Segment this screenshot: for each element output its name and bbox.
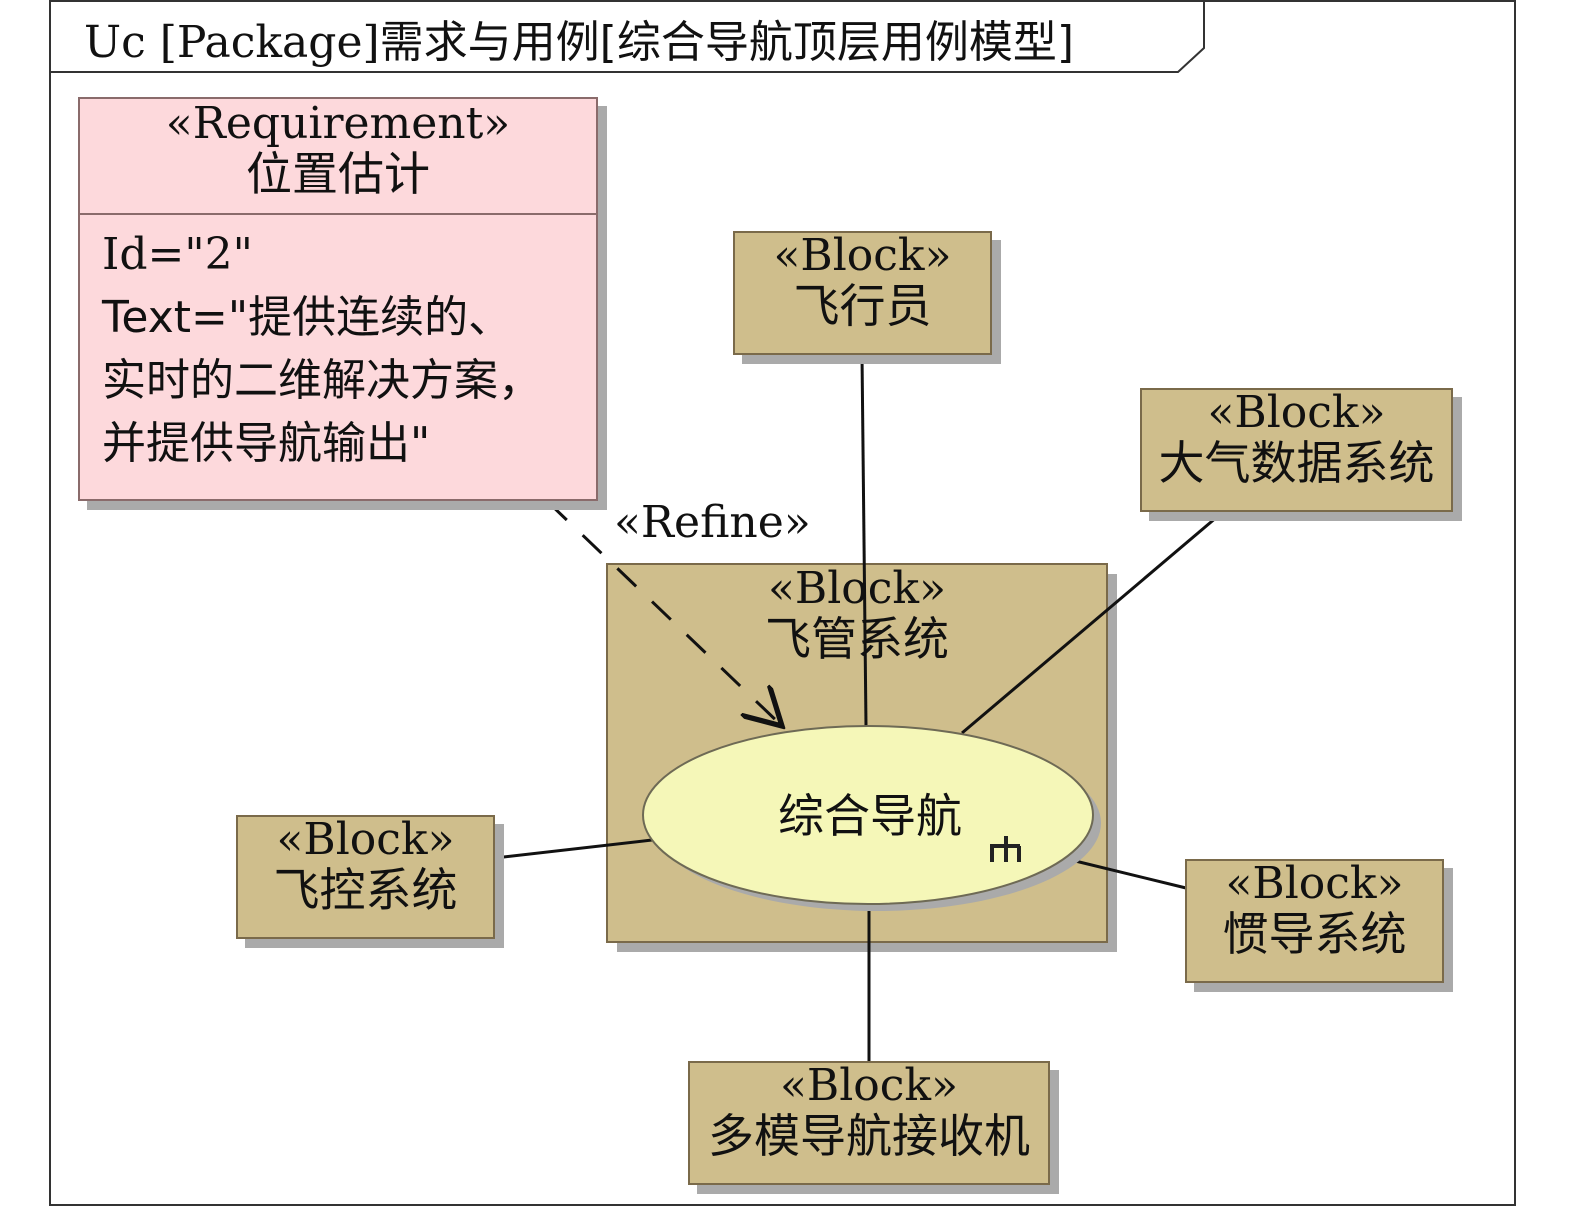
block-air-data-stereotype: «Block»	[1207, 387, 1386, 438]
diagram-frame	[49, 0, 1516, 1206]
refine-dependency	[546, 500, 782, 726]
requirement-text-line-1: Text="提供连续的、	[102, 292, 513, 343]
use-case-name: 综合导航	[778, 789, 962, 843]
rake-icon	[990, 836, 1021, 862]
block-flight-control-name: 飞控系统	[273, 863, 458, 918]
subject-stereotype: «Block»	[767, 563, 947, 614]
frame-title-tab	[50, 2, 1205, 73]
requirement-text-line-2: 实时的二维解决方案，	[102, 355, 542, 406]
subject-label: «Block» 飞管系统	[607, 563, 1107, 667]
subject-name: 飞管系统	[765, 612, 949, 667]
block-inertial-stereotype: «Block»	[1225, 858, 1404, 909]
association-flight-control	[494, 838, 653, 860]
requirement-header: «Requirement» 位置估计	[80, 99, 596, 215]
requirement-box[interactable]: «Requirement» 位置估计 Id="2" Text="提供连续的、 实…	[78, 97, 598, 501]
requirement-stereotype: «Requirement»	[165, 98, 511, 149]
requirement-text-line-3: 并提供导航输出"	[102, 418, 431, 469]
block-gnss-stereotype: «Block»	[779, 1060, 959, 1111]
block-air-data[interactable]: «Block» 大气数据系统	[1140, 388, 1453, 512]
association-air-data	[961, 509, 1225, 735]
association-inertial	[1062, 856, 1187, 890]
block-flight-control[interactable]: «Block» 飞控系统	[236, 815, 495, 939]
block-gnss[interactable]: «Block» 多模导航接收机	[688, 1061, 1050, 1185]
block-pilot-name: 飞行员	[793, 279, 932, 334]
frame-title: Uc [Package]需求与用例[综合导航顶层用例模型]	[84, 6, 1074, 70]
block-flight-control-stereotype: «Block»	[276, 814, 455, 865]
block-air-data-name: 大气数据系统	[1158, 436, 1435, 491]
block-pilot[interactable]: «Block» 飞行员	[733, 231, 992, 355]
frame-title-prefix: Uc [Package]	[84, 17, 380, 68]
block-inertial[interactable]: «Block» 惯导系统	[1185, 859, 1444, 983]
association-pilot	[860, 354, 868, 727]
requirement-name: 位置估计	[246, 147, 430, 202]
block-inertial-name: 惯导系统	[1222, 907, 1407, 962]
refine-label: «Refine»	[614, 497, 811, 548]
block-gnss-name: 多模导航接收机	[708, 1109, 1030, 1164]
use-case-ellipse[interactable]	[642, 725, 1094, 905]
frame-title-text: 需求与用例[综合导航顶层用例模型]	[379, 17, 1074, 68]
requirement-attributes: Id="2" Text="提供连续的、 实时的二维解决方案， 并提供导航输出"	[80, 215, 596, 475]
requirement-id: Id="2"	[102, 229, 253, 280]
block-pilot-stereotype: «Block»	[773, 230, 952, 281]
